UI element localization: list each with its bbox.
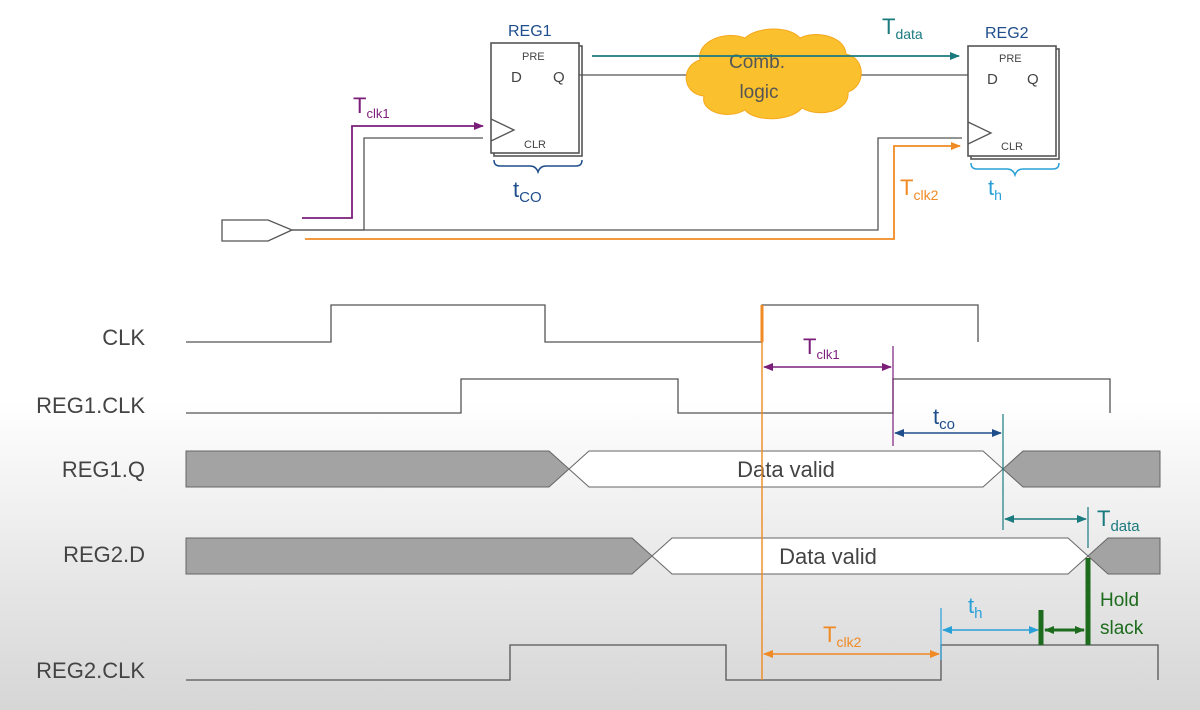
reg2-d-invalid-right: [1087, 537, 1161, 575]
th-timing-label: th: [968, 593, 982, 622]
reg1-pre-label: PRE: [522, 51, 545, 63]
tco-timing-label: tco: [933, 404, 955, 433]
timing-diagram: CLK REG1.CLK REG1.Q REG2.D REG2.CLK Data…: [36, 304, 1161, 683]
reg1-clr-label: CLR: [524, 139, 546, 151]
reg2-d-label: D: [987, 71, 998, 88]
reg2-d-data-valid: Data valid: [779, 544, 877, 569]
reg1-q-invalid-left: [185, 450, 570, 488]
comb-logic-line2: logic: [739, 82, 778, 103]
reg1-q-label: Q: [553, 69, 565, 86]
schematic: REG1 PRE D Q CLR REG2 PRE D Q CLR Comb. …: [221, 14, 1060, 242]
tclk1-label: Tclk1: [353, 93, 390, 121]
signal-label-reg2-clk: REG2.CLK: [36, 658, 145, 683]
reg1-clk-waveform: [186, 378, 1111, 414]
th-label: th: [988, 175, 1002, 203]
reg2-flipflop: REG2 PRE D Q CLR: [967, 25, 1060, 160]
tclk2-timing-label: Tclk2: [823, 622, 862, 650]
tco-label: tCO: [513, 177, 542, 206]
reg1-q-data-valid: Data valid: [737, 457, 835, 482]
clk-waveform: [186, 304, 979, 343]
tclk1-path: [302, 122, 484, 219]
reg1-flipflop: REG1 PRE D Q CLR: [490, 23, 583, 157]
signal-label-reg2-d: REG2.D: [63, 542, 145, 567]
reg1-title: REG1: [508, 23, 552, 40]
reg2-title: REG2: [985, 25, 1029, 42]
reg1-clock-triangle: [490, 118, 516, 142]
reg1-q-invalid-right: [1002, 450, 1161, 488]
tco-brace: [493, 159, 583, 175]
clock-input-buffer: [221, 219, 294, 242]
signal-label-clk: CLK: [102, 325, 145, 350]
reg2-clk-waveform: [186, 644, 1159, 681]
reg2-d-invalid-left: [185, 537, 653, 575]
clock-net-reg2: [292, 137, 962, 231]
reg2-clock-triangle: [967, 121, 993, 145]
tclk1-timing-label: Tclk1: [803, 334, 840, 362]
hold-slack-label-line1: Hold: [1100, 590, 1139, 611]
tclk2-label: Tclk2: [900, 175, 939, 203]
signal-label-reg1-q: REG1.Q: [62, 457, 145, 482]
th-brace: [970, 162, 1060, 178]
reg1-d-label: D: [511, 69, 522, 86]
clock-net-reg1: [292, 137, 483, 231]
reg2-pre-label: PRE: [999, 53, 1022, 65]
reg2-clr-label: CLR: [1001, 141, 1023, 153]
comb-logic-cloud: [685, 28, 862, 120]
tdata-label: Tdata: [882, 14, 923, 42]
comb-logic-line1: Comb.: [729, 52, 785, 73]
tclk2-path: [305, 142, 961, 240]
hold-slack-label-line2: slack: [1100, 618, 1144, 639]
reg2-q-label: Q: [1027, 71, 1039, 88]
signal-label-reg1-clk: REG1.CLK: [36, 393, 145, 418]
tdata-timing-label: Tdata: [1097, 506, 1140, 535]
